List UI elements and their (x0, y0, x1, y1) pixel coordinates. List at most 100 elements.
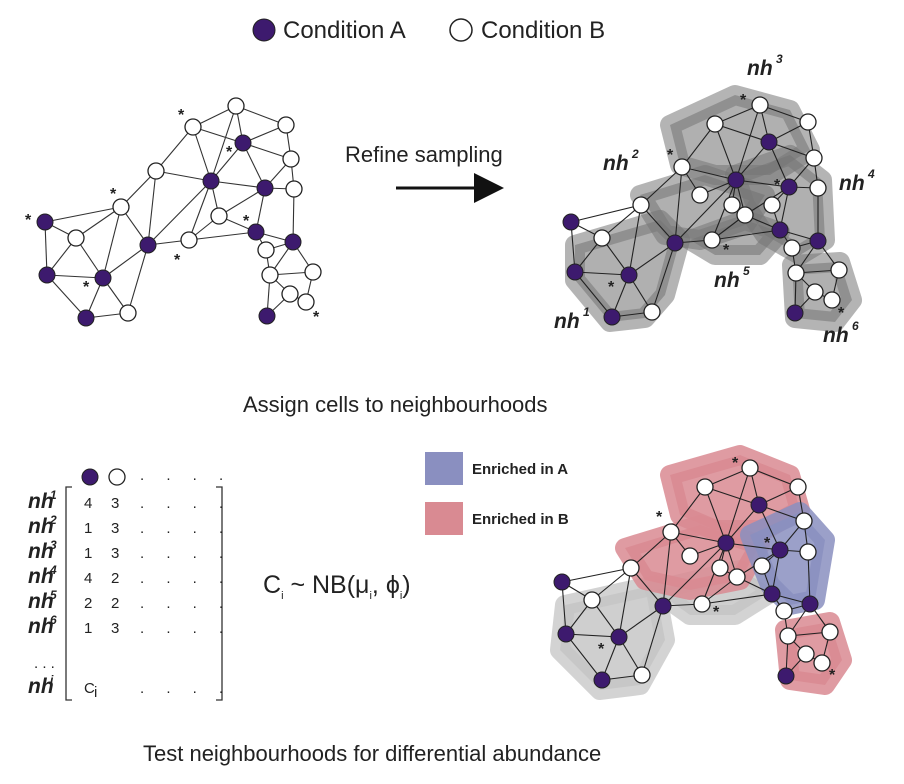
cell-condition-b (821, 623, 839, 641)
graph-edge (565, 633, 603, 681)
nh3-label: nh 3 (747, 52, 783, 80)
graph-edge (155, 170, 212, 182)
cell-condition-b (823, 291, 841, 309)
graph-edge (188, 180, 212, 241)
sample-asterisk: * (110, 186, 117, 203)
cell-condition-b (809, 179, 827, 197)
cell-condition-b (119, 304, 137, 322)
cell-condition-b (691, 186, 709, 204)
condition-b-swatch (449, 18, 473, 42)
enriched-b-swatch (425, 502, 463, 535)
nh5-hull (680, 210, 790, 265)
graph-edge (561, 581, 567, 635)
cell-condition-b (711, 559, 729, 577)
sample-asterisk: * (732, 455, 739, 472)
cell-condition-a (557, 625, 575, 643)
row-label-sup: 3 (50, 538, 57, 552)
cell-a: 1 (84, 545, 92, 562)
cell-condition-a (760, 133, 778, 151)
sample-asterisk: * (764, 535, 771, 552)
graph-edge (618, 567, 632, 638)
svg-text:nh: nh (603, 152, 629, 175)
cell-condition-b (789, 478, 807, 496)
cell-condition-b (261, 266, 279, 284)
graph-edge (192, 126, 244, 144)
svg-text:nh: nh (554, 310, 580, 333)
cell-condition-b (805, 149, 823, 167)
enriched-b-label: Enriched in B (472, 511, 569, 528)
graph-edge (641, 605, 664, 676)
graph-edge (735, 179, 790, 188)
row-dots: . . . . (140, 595, 232, 612)
cell-condition-b (736, 206, 754, 224)
enriched-a-label: Enriched in A (472, 461, 568, 478)
cell-condition-a (593, 671, 611, 689)
cell-condition-b (728, 568, 746, 586)
cell-condition-b (753, 557, 771, 575)
graph-edge (102, 206, 122, 279)
row-label: nh (28, 615, 54, 638)
cell-condition-b (297, 293, 315, 311)
condition-a-swatch (252, 18, 276, 42)
graph-edge (565, 633, 620, 638)
cell-condition-a (780, 178, 798, 196)
graph-edge (651, 242, 676, 313)
cell-condition-a (801, 595, 819, 613)
formula-c: C (263, 571, 281, 599)
sample-asterisk: * (243, 213, 250, 230)
cell-condition-a (247, 223, 265, 241)
row-label: nh (28, 515, 54, 538)
cell-condition-b (210, 207, 228, 225)
graph-edge (210, 105, 237, 182)
graph-edge (711, 179, 737, 241)
cell-condition-b (662, 523, 680, 541)
formula-comma: , ϕ (372, 571, 400, 599)
svg-text:6: 6 (852, 319, 859, 333)
graph-edge (711, 229, 781, 241)
cell-condition-a (610, 628, 628, 646)
cell-condition-b (806, 283, 824, 301)
cell-condition-b (797, 645, 815, 663)
cell-condition-a (750, 496, 768, 514)
cell-condition-a (620, 266, 638, 284)
step1-caption: Assign cells to neighbourhoods (243, 392, 548, 417)
sample-asterisk: * (174, 252, 181, 269)
cell-condition-b (693, 595, 711, 613)
cell-condition-a (256, 179, 274, 197)
cell-condition-b (783, 239, 801, 257)
sample-asterisk: * (838, 305, 845, 322)
cell-b: 2 (111, 595, 119, 612)
cell-condition-b (227, 97, 245, 115)
svg-text:3: 3 (776, 52, 783, 66)
sample-asterisk: * (740, 92, 747, 109)
condition-b-column-icon (108, 468, 126, 486)
graph-nodes (36, 97, 322, 327)
cell-condition-b (787, 264, 805, 282)
cell-condition-b (282, 150, 300, 168)
sample-asterisk: * (178, 107, 185, 124)
cell-condition-a (771, 221, 789, 239)
graph-edge (725, 542, 781, 551)
sample-asterisk: * (25, 212, 32, 229)
sample-asterisk: * (226, 144, 233, 161)
sampled-markers: * * * * * * (608, 92, 845, 322)
cell-condition-b (696, 478, 714, 496)
refine-sampling-label: Refine sampling (345, 142, 503, 167)
graph-edge (192, 126, 212, 182)
svg-text:nh: nh (823, 324, 849, 347)
svg-text:2: 2 (631, 147, 639, 161)
row-label-sup: 4 (49, 563, 57, 577)
cell-condition-b (706, 115, 724, 133)
cell-condition-a (562, 213, 580, 231)
formula-sub: i (281, 590, 283, 602)
row-label: nh (28, 675, 54, 698)
cell-a: 2 (84, 595, 92, 612)
cell-condition-b (112, 198, 130, 216)
cell-condition-a (139, 236, 157, 254)
cell-b: 3 (111, 620, 119, 637)
graph-edge (155, 126, 194, 172)
nb-formula: Ci ~ NB(μi, ϕi) (263, 571, 411, 602)
